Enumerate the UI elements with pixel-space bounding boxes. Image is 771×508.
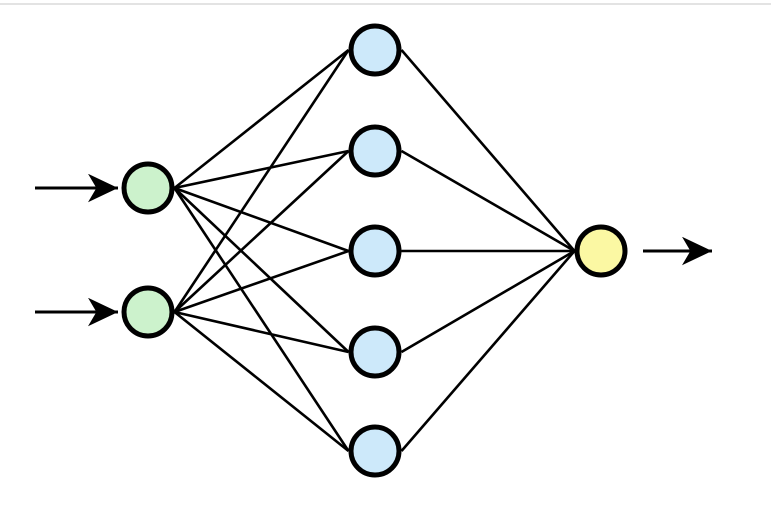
edge-i2-h2 — [173, 150, 350, 313]
output-layer — [574, 224, 628, 278]
edge-i2-h4 — [174, 310, 349, 354]
edge-i2-h5 — [173, 310, 350, 453]
edge-i1-h5 — [173, 187, 350, 452]
node-i1 — [121, 161, 175, 215]
node-o1 — [574, 224, 628, 278]
edge-h2-o1 — [400, 149, 576, 253]
edge-i1-h2 — [174, 149, 349, 190]
node-i2 — [121, 285, 175, 339]
edge-h4-o1 — [400, 249, 576, 354]
edge-i2-h1 — [173, 49, 350, 313]
input-layer — [121, 161, 175, 339]
node-h5 — [348, 424, 402, 478]
hidden-layer — [348, 23, 402, 478]
node-h2 — [348, 124, 402, 178]
node-h4 — [348, 325, 402, 379]
node-h1 — [348, 23, 402, 77]
edge-h5-o1 — [400, 250, 576, 452]
edge-i2-h3 — [174, 249, 349, 314]
edge-h1-o1 — [400, 49, 576, 252]
edge-i1-h1 — [173, 48, 350, 190]
top-border-line — [0, 3, 771, 5]
edge-i1-h3 — [174, 186, 349, 253]
edge-i1-h4 — [173, 187, 350, 353]
node-h3 — [348, 224, 402, 278]
